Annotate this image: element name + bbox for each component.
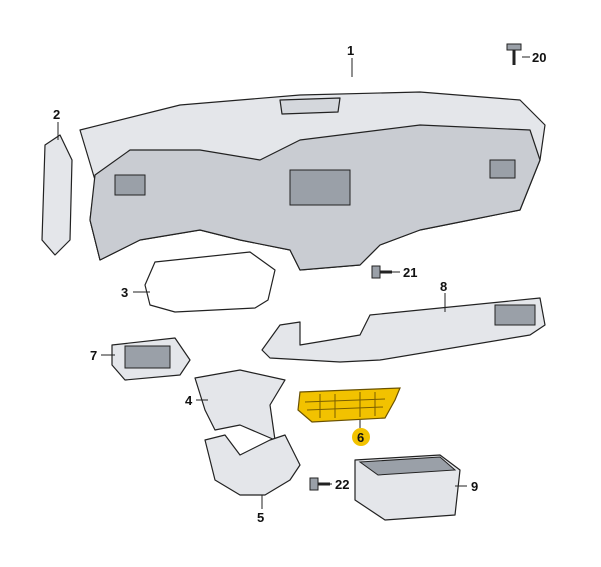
part-side-trim [41, 134, 73, 256]
label-9: 9 [471, 479, 478, 494]
part-steering-column-lower-trim [204, 434, 301, 496]
label-20: 20 [532, 50, 546, 65]
screw-20-icon [506, 43, 522, 65]
label-1: 1 [347, 43, 354, 58]
part-steering-column-upper-trim [194, 369, 286, 441]
part-decorative-trim-strip [261, 297, 546, 363]
label-21: 21 [403, 265, 417, 280]
part-control-unit-bracket [354, 454, 461, 521]
label-4: 4 [185, 393, 193, 408]
label-3: 3 [121, 285, 128, 300]
part-instrument-cluster-trim [144, 251, 276, 313]
label-5: 5 [257, 510, 264, 525]
highlight-badge [352, 428, 370, 446]
label-22: 22 [335, 477, 349, 492]
label-6: 6 [357, 430, 364, 445]
screw-21-icon [371, 265, 392, 279]
part-center-air-vent [297, 387, 401, 423]
label-2: 2 [53, 107, 60, 122]
label-7: 7 [90, 348, 97, 363]
label-8: 8 [440, 279, 447, 294]
part-dashboard [79, 91, 546, 271]
leader-lines [57, 56, 530, 509]
